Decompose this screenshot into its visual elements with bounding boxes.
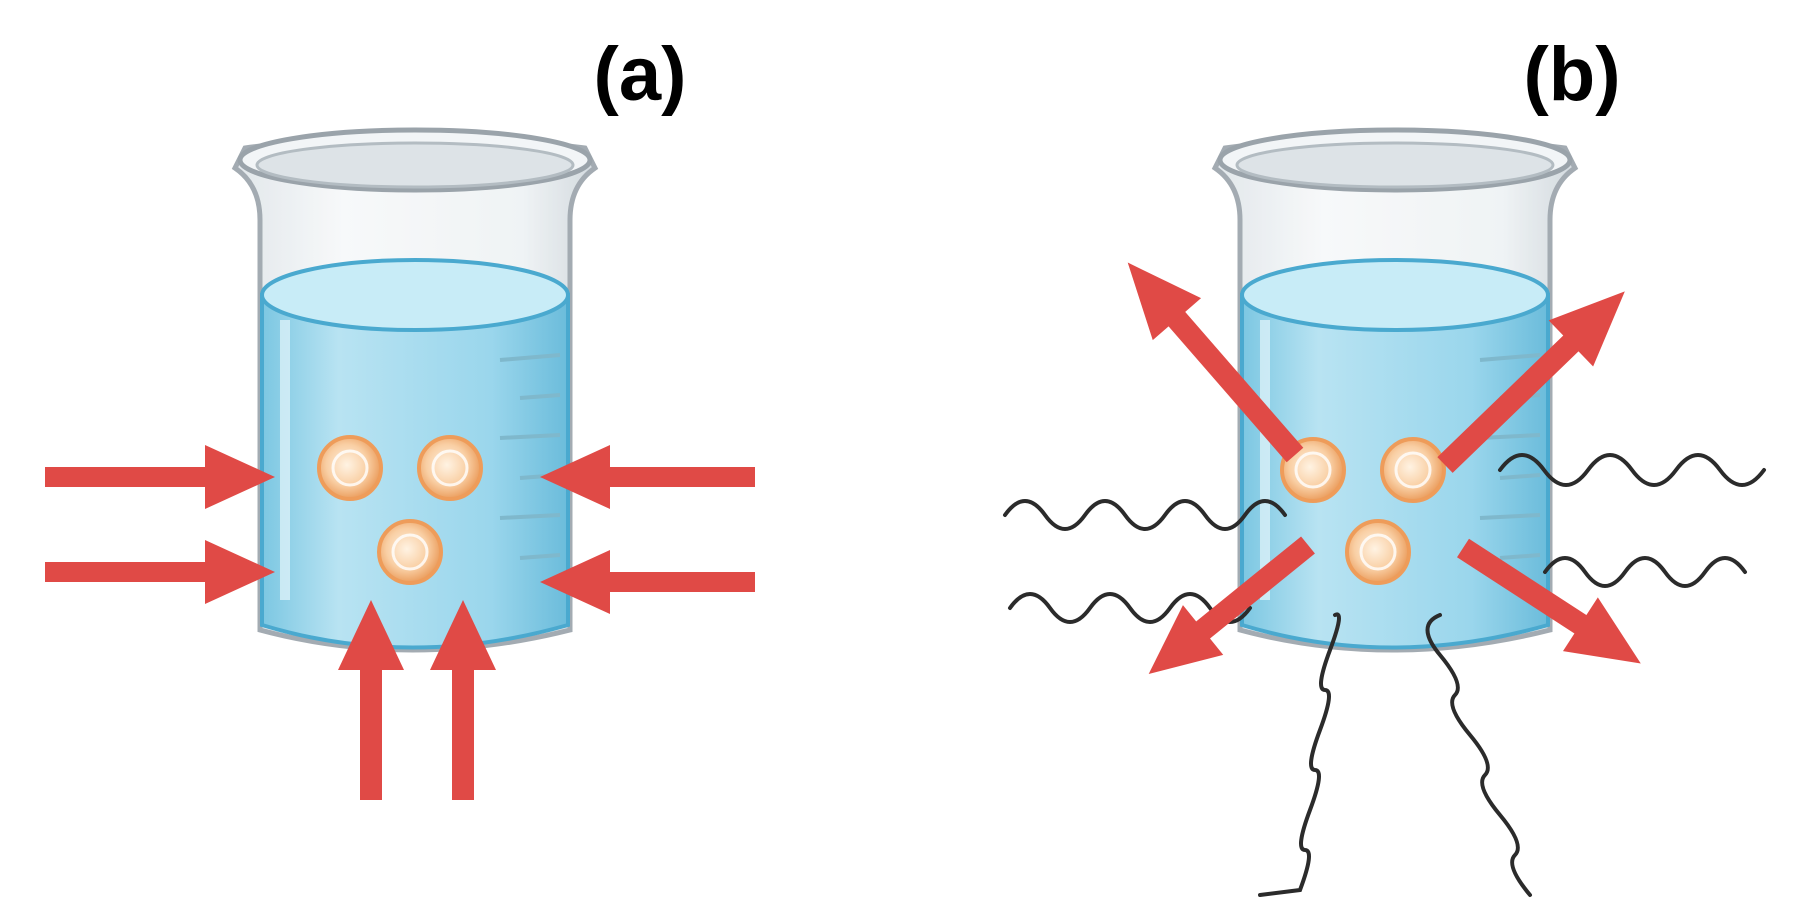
arrow-out-upper-right	[1437, 291, 1625, 473]
outward-arrows	[1127, 262, 1641, 675]
wavy-lines	[1003, 453, 1766, 897]
wave-bottom-left	[1258, 612, 1341, 897]
wave-left-upper	[1003, 499, 1287, 531]
panel-a: (a)	[45, 32, 755, 800]
panel-b-label: (b)	[1523, 32, 1620, 117]
wave-bottom-right	[1425, 613, 1532, 897]
arrow-in-bottom-right	[430, 600, 496, 800]
inward-arrows	[45, 445, 755, 800]
particle	[417, 435, 483, 501]
wave-left-lower	[1008, 592, 1252, 624]
arrow-out-lower-right	[1457, 538, 1641, 664]
arrow-in-right-upper	[540, 445, 755, 509]
arrow-in-bottom-left	[338, 600, 404, 800]
arrow-in-left-upper	[45, 445, 275, 509]
arrow-in-right-lower	[540, 550, 755, 614]
particle	[377, 519, 443, 585]
arrow-in-left-lower	[45, 540, 275, 604]
particle	[1345, 519, 1411, 585]
arrow-out-lower-left	[1148, 536, 1315, 675]
wave-right-upper	[1498, 453, 1766, 487]
panel-b: (b)	[1003, 32, 1766, 897]
particle	[1380, 437, 1446, 503]
panel-a-label: (a)	[594, 32, 687, 117]
arrow-out-upper-left	[1127, 262, 1304, 463]
particle	[317, 435, 383, 501]
wave-right-lower	[1543, 556, 1747, 588]
